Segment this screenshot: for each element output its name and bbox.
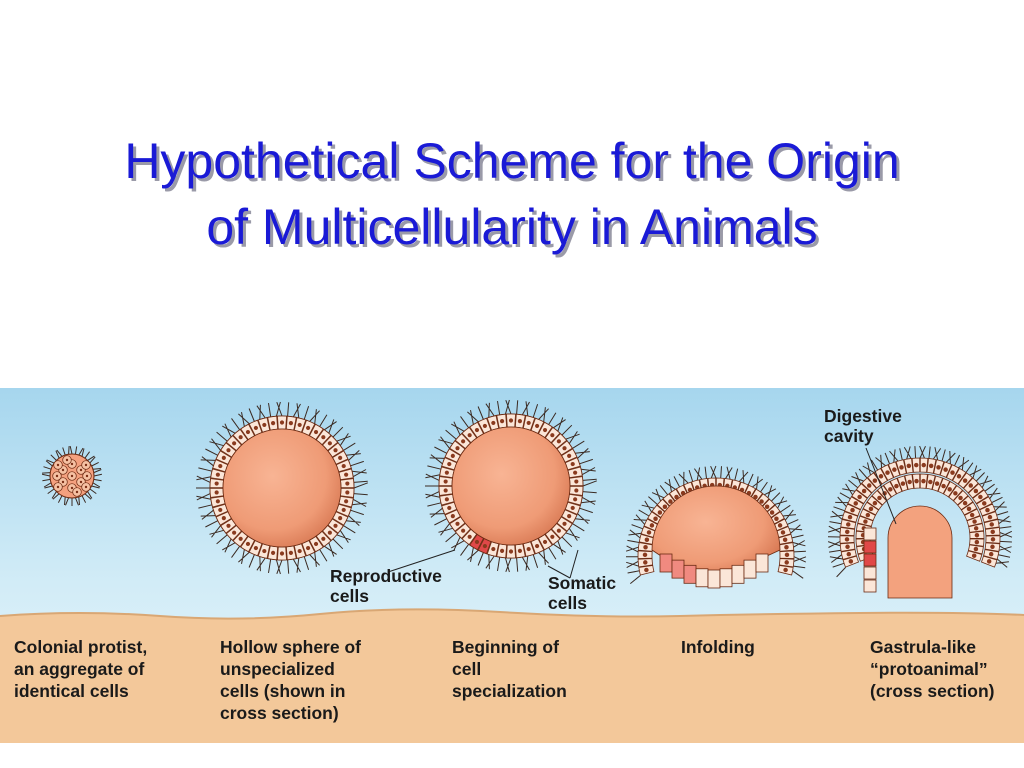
- callout-somatic-cells: Somatic cells: [548, 573, 617, 613]
- stage-label-gastrula: Gastrula-like “protoanimal” (cross secti…: [870, 637, 995, 701]
- sediment-ground: [0, 609, 1024, 743]
- reproductive-leader-line: [387, 549, 456, 573]
- stage-label-infolding: Infolding: [681, 637, 755, 657]
- title-line-2: of Multicellularity in Animals: [206, 199, 818, 255]
- somatic-leader-line-1: [569, 549, 579, 579]
- infolding-organism: [625, 465, 807, 589]
- stage-label-hollow-sphere: Hollow sphere of unspecialized cells (sh…: [220, 637, 361, 723]
- callout-digestive-cavity: Digestive cavity: [824, 406, 902, 446]
- digestive-leader-line: [865, 447, 897, 525]
- slide-title: Hypothetical Scheme for the Origin of Mu…: [0, 128, 1024, 260]
- multicellularity-figure: Colonial protist, an aggregate of identi…: [0, 388, 1024, 743]
- stage-label-cell-specialization: Beginning of cell specialization: [452, 637, 567, 701]
- title-line-1: Hypothetical Scheme for the Origin: [124, 133, 900, 189]
- somatic-leader-line-2: [547, 565, 571, 579]
- specialization-sphere-organism: [425, 399, 597, 573]
- organisms: [41, 399, 1013, 599]
- gastrula-organism: [827, 445, 1013, 599]
- hollow-sphere-organism: [196, 401, 368, 575]
- colonial-protist-organism: [41, 445, 103, 506]
- callout-reproductive-cells: Reproductive cells: [330, 566, 442, 606]
- figure-artwork: [0, 388, 1024, 743]
- sediment-edge: [0, 608, 1024, 620]
- stage-label-colonial-protist: Colonial protist, an aggregate of identi…: [14, 637, 148, 701]
